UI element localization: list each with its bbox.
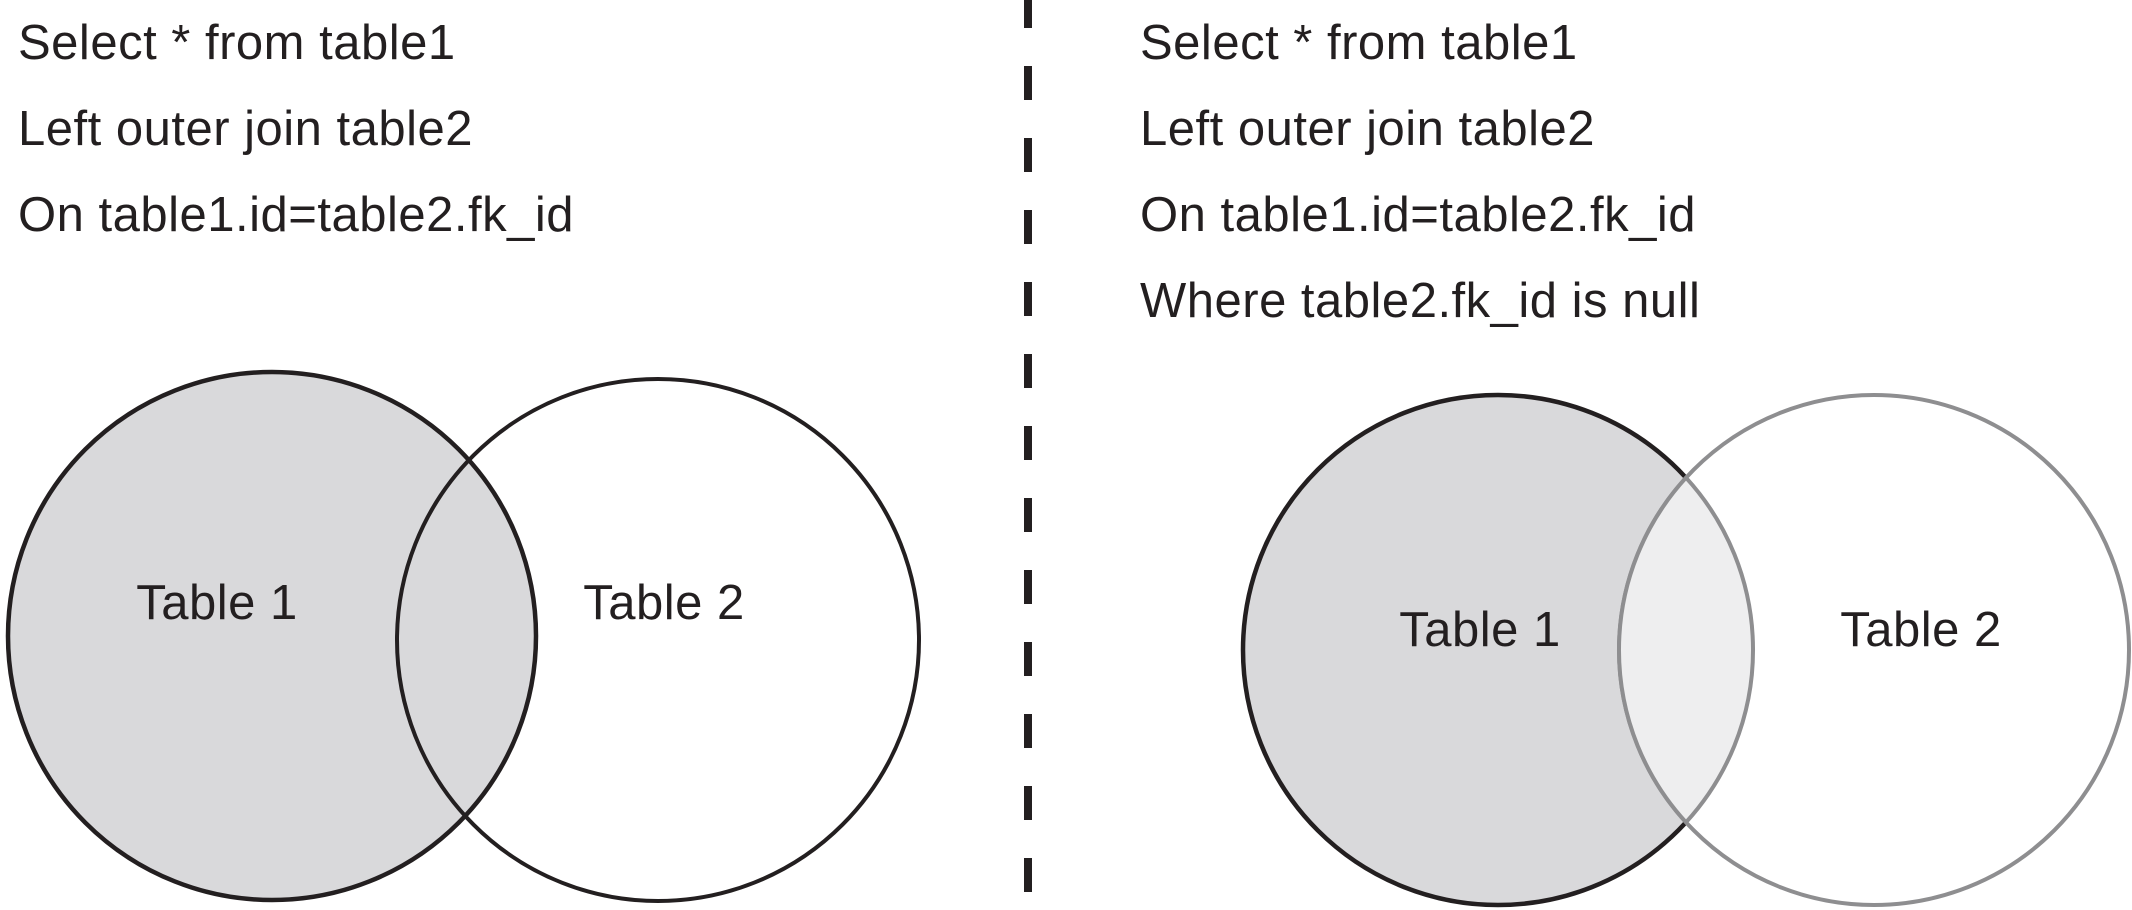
right-venn-diagram [1240,392,2131,908]
query-line: Where table2.fk_id is null [1140,274,1701,328]
query-line: Select * from table1 [18,16,456,70]
query-line: On table1.id=table2.fk_id [18,188,574,242]
left-venn-table2-label: Table 2 [583,576,745,630]
query-line: On table1.id=table2.fk_id [1140,188,1696,242]
left-venn-diagram [5,369,921,903]
left-venn-table1-circle [5,369,539,903]
left-venn-table1-label: Table 1 [136,576,298,630]
left-venn-table2-circle [395,377,921,903]
query-line: Left outer join table2 [18,102,474,156]
right-venn-intersection-region [1617,474,1755,826]
query-line: Left outer join table2 [1140,102,1596,156]
right-query-block: Select * from table1 Left outer join tab… [1140,0,1700,344]
right-venn-table2-label: Table 2 [1840,603,2002,657]
left-query-block: Select * from table1 Left outer join tab… [18,0,574,258]
query-line: Select * from table1 [1140,16,1578,70]
right-venn-table1-label: Table 1 [1399,603,1561,657]
